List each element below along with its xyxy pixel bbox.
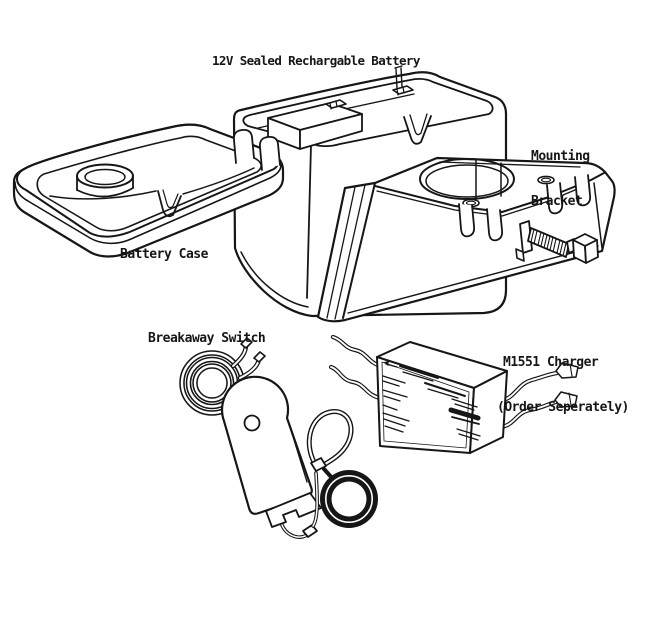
- battery-terminal-left: [325, 99, 347, 110]
- label-charger-line1: M1551 Charger: [503, 355, 599, 370]
- bracket-strap: [342, 182, 376, 319]
- charger-right-wires: [496, 362, 579, 430]
- switch-hole: [243, 414, 261, 432]
- battery-case-drawing: [12, 123, 285, 258]
- battery-vent-block: [267, 102, 363, 150]
- label-charger-line2: (Order Seperately): [497, 400, 629, 415]
- spade-connector: [554, 391, 578, 408]
- label-breakaway-switch: Breakaway Switch: [148, 331, 266, 346]
- label-mounting-bracket-line2: Bracket: [531, 194, 583, 209]
- case-inner-rim: [36, 135, 262, 232]
- charger-drawing: [328, 334, 579, 454]
- case-cup: [76, 163, 134, 198]
- label-battery-case: Battery Case: [120, 247, 208, 262]
- label-mounting-bracket-line1: Mounting: [531, 149, 590, 164]
- bolt-head: [572, 233, 599, 264]
- case-notch: [157, 190, 182, 218]
- spade-connector: [555, 362, 579, 379]
- breakaway-switch-drawing: [179, 337, 378, 539]
- charger-logo-blob: [448, 407, 481, 421]
- bracket-hole: [419, 158, 515, 200]
- mounting-bracket-drawing: [316, 156, 616, 323]
- battery-latch-hooks: [233, 128, 281, 171]
- switch-body: [220, 375, 322, 528]
- bracket-hook-tabs: [458, 174, 592, 242]
- mounting-bolt-drawing: [515, 220, 599, 264]
- charger-microtext: [381, 361, 481, 449]
- label-charger: M1551 Charger (Order Seperately): [497, 325, 629, 445]
- label-mounting-bracket: Mounting Bracket: [531, 119, 590, 239]
- switch-lanyard: [280, 409, 378, 539]
- charger-left-wires: [328, 334, 383, 401]
- battery-top-rim: [242, 78, 494, 148]
- lanyard-ring: [320, 470, 378, 528]
- label-battery: 12V Sealed Rechargable Battery: [212, 53, 420, 68]
- battery-terminal-right: [392, 65, 414, 96]
- battery-rim-notch: [403, 113, 432, 145]
